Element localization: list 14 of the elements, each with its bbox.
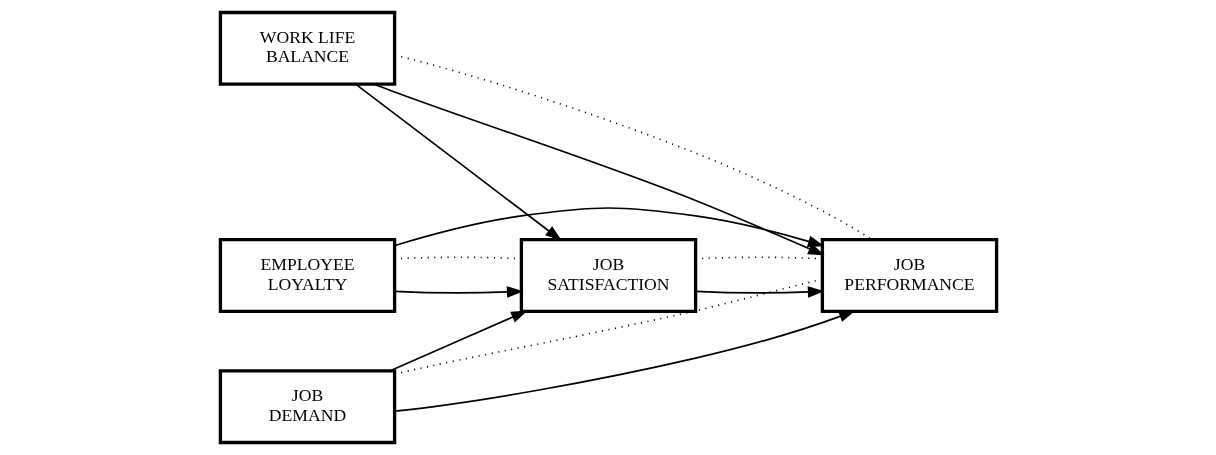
node-box: JOB SATISFACTION — [519, 237, 697, 313]
arrow — [694, 286, 824, 298]
node-box: JOB PERFORMANCE — [820, 237, 998, 313]
node-box: EMPLOYEE LOYALTY — [218, 237, 396, 313]
arrow — [354, 83, 562, 241]
arrow — [393, 310, 855, 412]
node-box: WORK LIFE BALANCE — [218, 10, 396, 86]
arrow — [393, 207, 824, 247]
connector — [393, 278, 823, 375]
connector — [393, 54, 872, 241]
arrow — [393, 286, 523, 298]
node-box: JOB DEMAND — [218, 369, 396, 445]
arrow — [388, 310, 528, 372]
arrow — [372, 83, 825, 256]
